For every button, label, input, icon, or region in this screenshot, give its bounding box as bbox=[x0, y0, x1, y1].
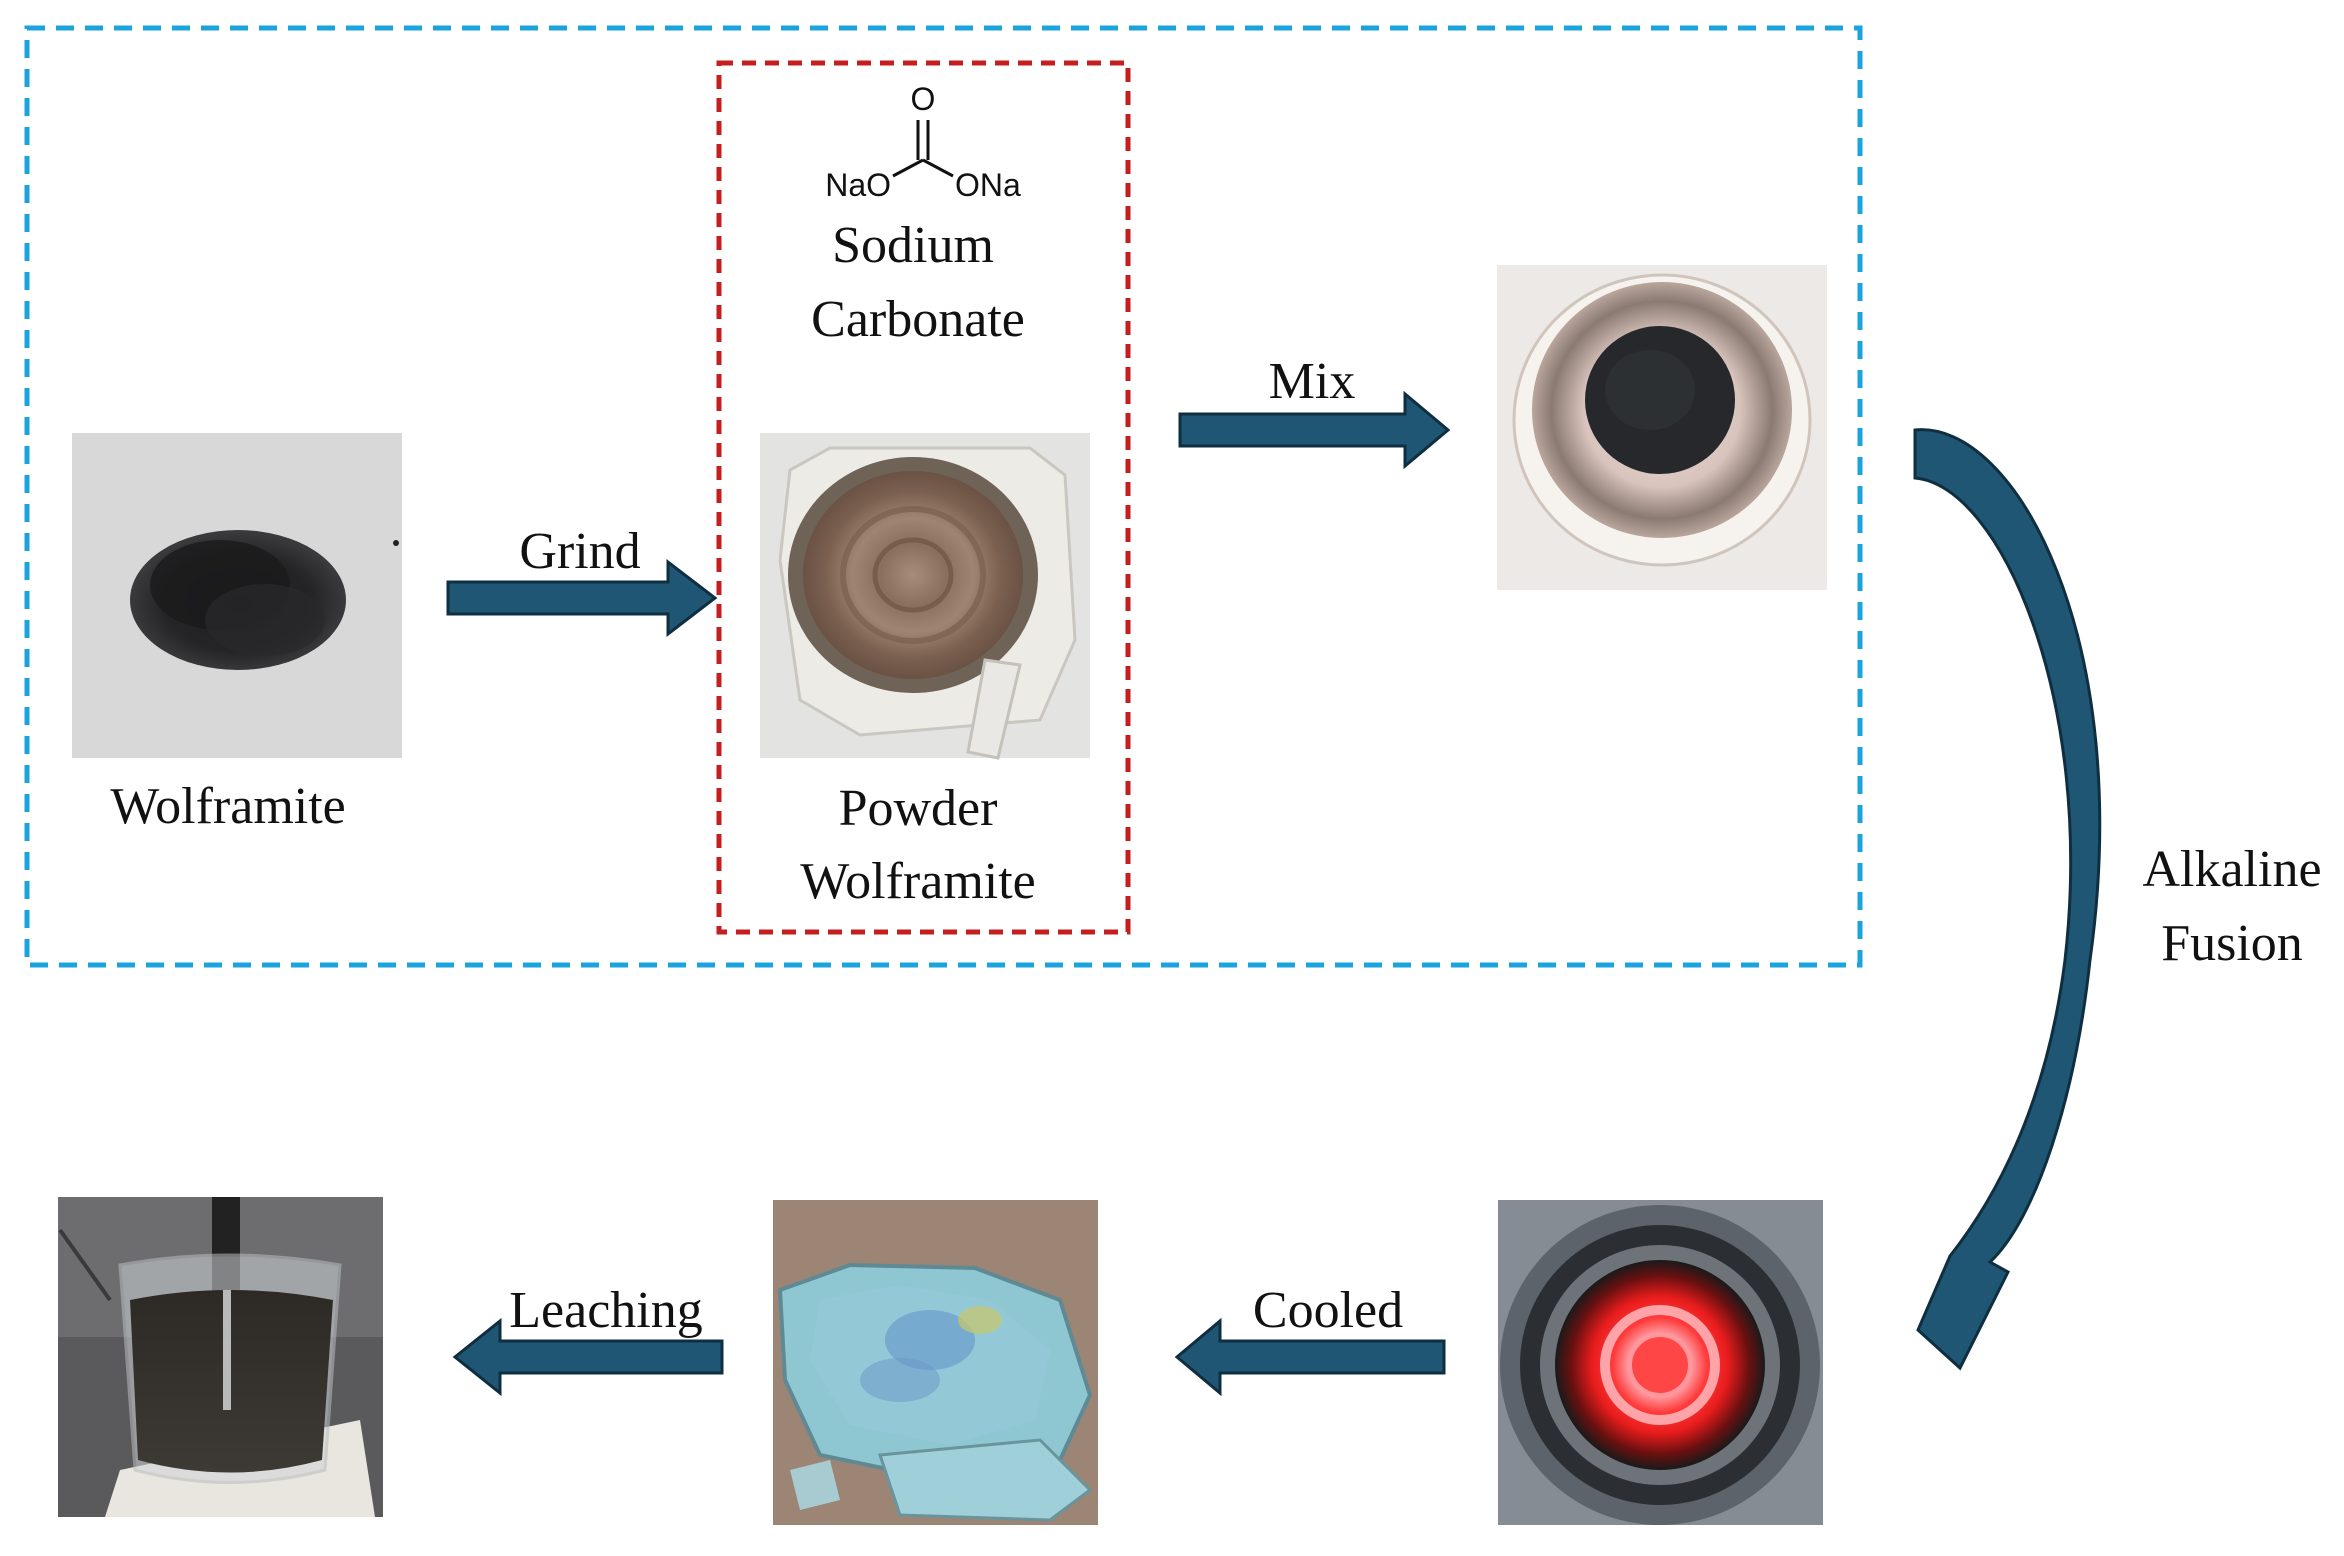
wolframite-photo bbox=[72, 433, 402, 758]
sodium-carbonate-label-line2: Carbonate bbox=[811, 291, 1025, 348]
powder-wolframite-label-line2: Wolframite bbox=[800, 853, 1036, 910]
leaching-arrow bbox=[452, 1317, 724, 1397]
cooled-step-label: Cooled bbox=[1253, 1282, 1403, 1339]
alkaline-fusion-curved-arrow bbox=[1913, 428, 2102, 1371]
powder-wolframite-photo bbox=[760, 433, 1090, 760]
alkaline-fusion-label-line2: Fusion bbox=[2161, 915, 2303, 972]
cooled-arrow bbox=[1174, 1317, 1446, 1397]
sodium-carbonate-structure: O NaO ONa bbox=[825, 81, 1021, 203]
carbonyl-oxygen-label: O bbox=[911, 81, 936, 117]
right-sodium-oxide-label: ONa bbox=[955, 167, 1021, 203]
wolframite-label: Wolframite bbox=[110, 778, 346, 835]
left-bond bbox=[892, 158, 924, 178]
reagents-box bbox=[716, 60, 1131, 935]
mix-step-label: Mix bbox=[1269, 353, 1356, 410]
left-sodium-oxide-label: NaO bbox=[825, 167, 891, 203]
furnace-heating-photo bbox=[1498, 1200, 1823, 1525]
alkaline-fusion-label-line1: Alkaline bbox=[2142, 841, 2321, 898]
sodium-carbonate-label-line1: Sodium bbox=[832, 217, 994, 274]
mix-arrow bbox=[1178, 390, 1451, 470]
crucible-mixture-photo bbox=[1497, 265, 1827, 590]
leaching-beaker-photo bbox=[58, 1197, 383, 1517]
cooled-solid-photo bbox=[773, 1200, 1098, 1525]
grind-arrow bbox=[446, 558, 718, 638]
right-bond bbox=[922, 158, 954, 178]
powder-wolframite-label-line1: Powder bbox=[839, 780, 998, 837]
leaching-step-label: Leaching bbox=[509, 1282, 702, 1339]
grind-step-label: Grind bbox=[519, 523, 640, 580]
preparation-stage-box bbox=[24, 25, 1863, 968]
